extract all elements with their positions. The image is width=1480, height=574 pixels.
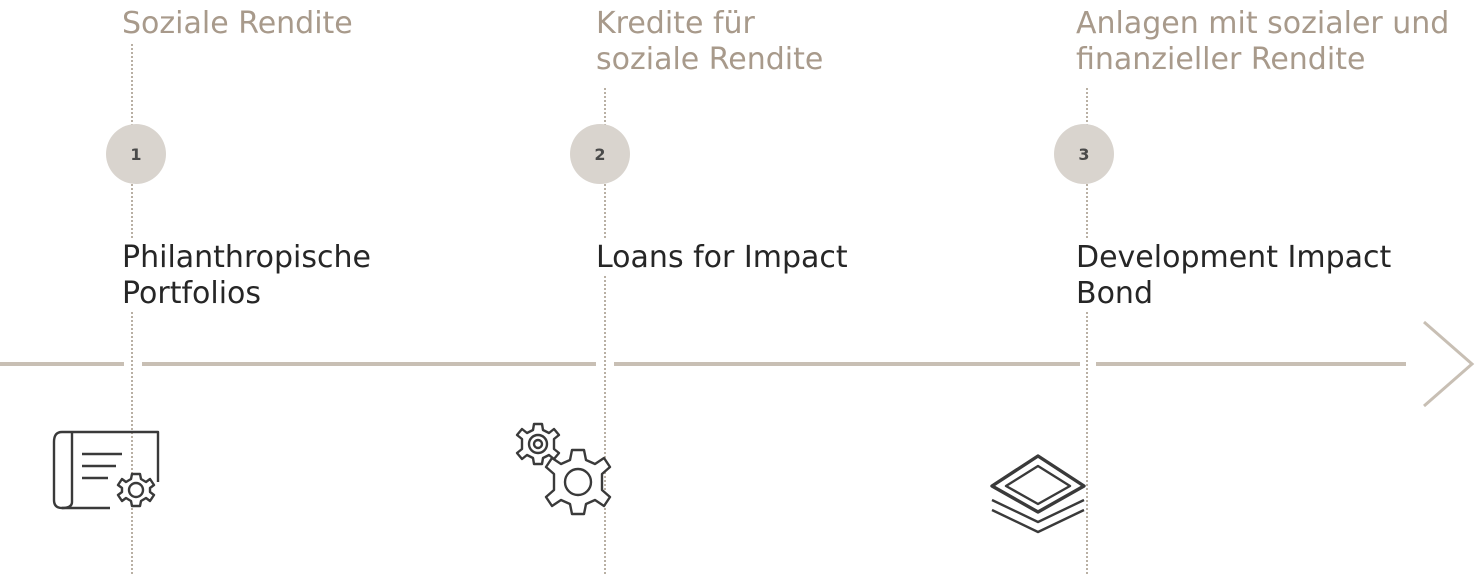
step-1-product: Philanthropische Portfolios (122, 240, 371, 312)
step-1-category: Soziale Rendite (122, 6, 353, 42)
timeline-axis-segment (1096, 362, 1406, 366)
layers-icon (988, 452, 1088, 536)
timeline-axis-segment (614, 362, 1080, 366)
step-2-category: Kredite für soziale Rendite (596, 6, 824, 78)
step-2-product-label: Loans for Impact (596, 240, 848, 275)
timeline-axis-segment (0, 362, 124, 366)
step-2-badge: 2 (570, 124, 630, 184)
step-3-product-label: Development Impact Bond (1076, 240, 1392, 311)
step-1-badge: 1 (106, 124, 166, 184)
step-3-category: Anlagen mit sozialer und finanzieller Re… (1076, 6, 1450, 78)
step-3-badge: 3 (1054, 124, 1114, 184)
arrow-head-icon (1423, 320, 1475, 408)
step-2-category-label: Kredite für soziale Rendite (596, 6, 824, 77)
step-1-product-label: Philanthropische Portfolios (122, 240, 371, 311)
step-3-category-label: Anlagen mit sozialer und finanzieller Re… (1076, 6, 1450, 77)
step-3-product: Development Impact Bond (1076, 240, 1392, 312)
step-2-guide-line (604, 88, 606, 574)
step-3-guide-line (1086, 88, 1088, 574)
gears-icon (508, 416, 628, 526)
timeline-axis-segment (142, 362, 596, 366)
document-gear-icon (50, 426, 170, 516)
step-2-product: Loans for Impact (596, 240, 848, 276)
